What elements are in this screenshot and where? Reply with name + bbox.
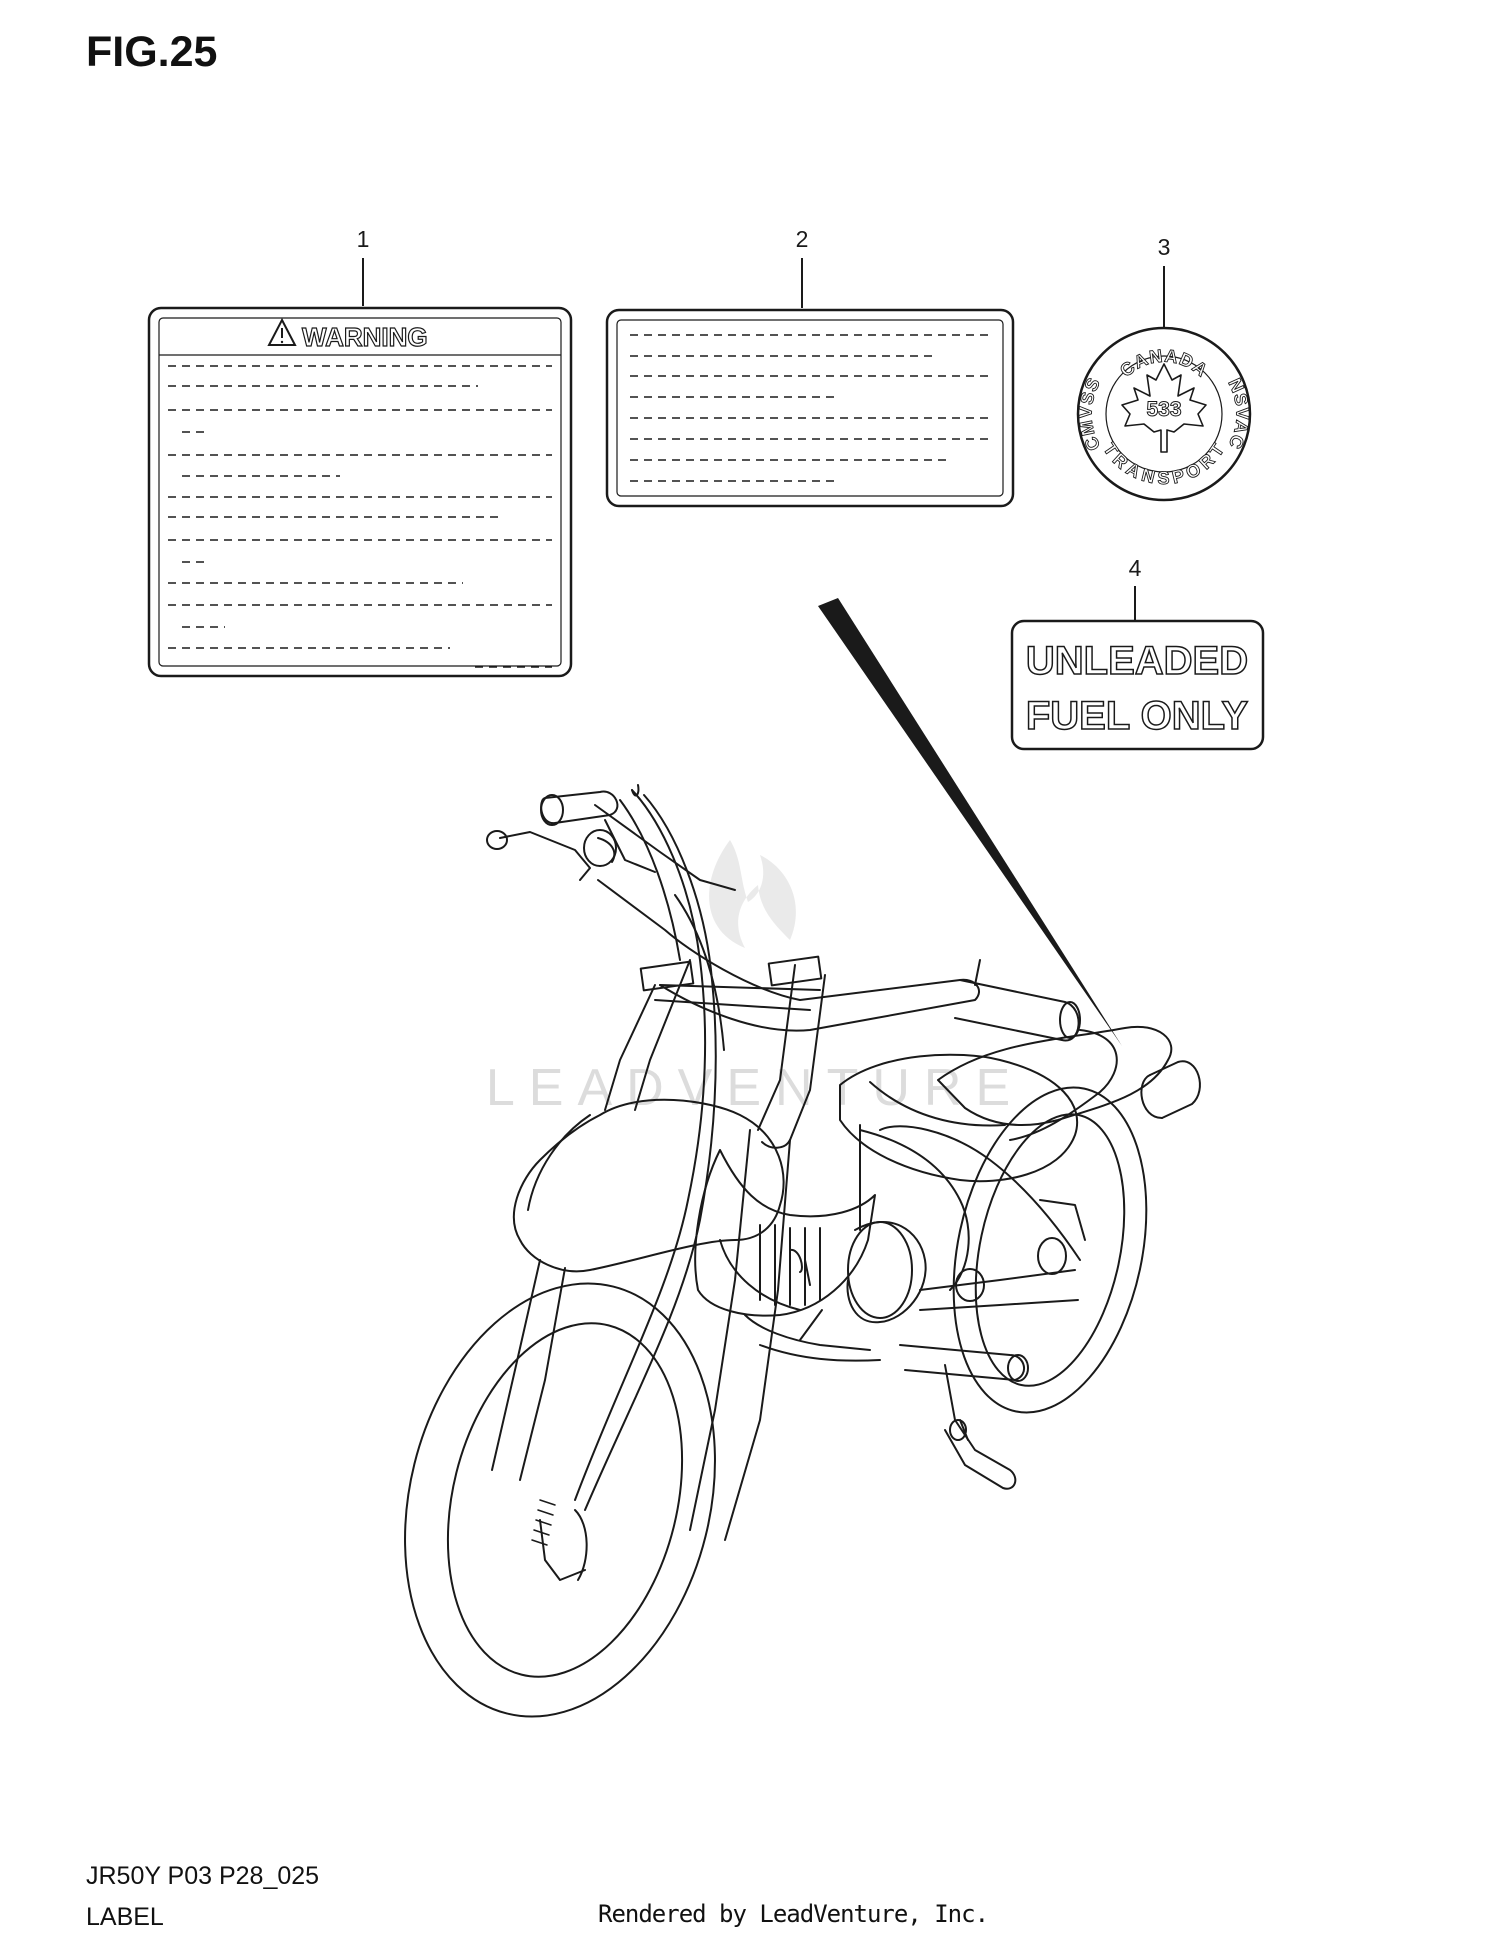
callout-2: 2 <box>605 226 1015 508</box>
flame-watermark-icon <box>709 840 796 948</box>
callout-number-1: 1 <box>357 226 370 252</box>
callout-3: 3 CANADA TRANSPORT CMVSS NSVAC 533 <box>1075 234 1252 502</box>
callout-number-3: 3 <box>1158 234 1171 260</box>
figure-code: JR50Y P03 P28_025 <box>86 1862 320 1890</box>
callout-4: 4 UNLEADED FUEL ONLY <box>1010 555 1265 751</box>
fuel-label-line-2: FUEL ONLY <box>1026 694 1249 738</box>
maple-leaf-icon <box>1121 363 1207 453</box>
callout-number-4: 4 <box>1129 555 1142 581</box>
callout-number-2: 2 <box>796 226 809 252</box>
info-text-lines <box>630 334 990 482</box>
canada-transport-seal: CANADA TRANSPORT CMVSS NSVAC 533 <box>1075 326 1252 502</box>
warning-heading: WARNING <box>302 322 428 352</box>
fuel-label-line-1: UNLEADED <box>1026 639 1248 683</box>
watermark: LEADVENTURE <box>486 840 1024 1117</box>
motorcycle-illustration <box>404 784 1201 1718</box>
render-credit: Rendered by LeadVenture, Inc. <box>598 1900 989 1928</box>
label-leader-arrow <box>818 598 1122 1046</box>
figure-title: FIG.25 <box>86 28 218 76</box>
watermark-text: LEADVENTURE <box>486 1059 1024 1117</box>
seal-center-number: 533 <box>1146 398 1181 421</box>
info-label <box>605 308 1015 508</box>
warning-triangle-icon <box>267 317 297 346</box>
warning-text-lines <box>168 365 552 668</box>
warning-label <box>147 306 573 678</box>
unleaded-fuel-label <box>1010 619 1265 751</box>
figure-name: LABEL <box>86 1903 164 1931</box>
callout-1: 1 WARNING <box>147 226 573 678</box>
